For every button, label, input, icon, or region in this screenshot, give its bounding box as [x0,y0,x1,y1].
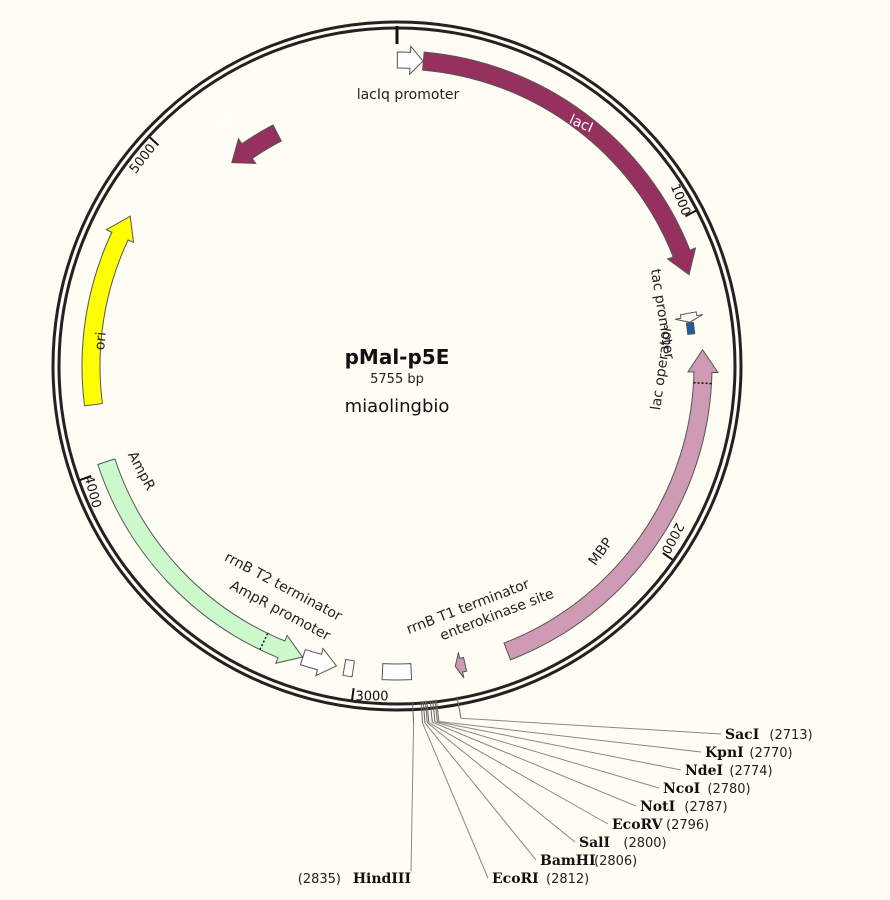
site-pos-noti: (2787) [684,800,727,815]
feature-label-ori: ori [92,331,110,351]
site-pos-ndei: (2774) [729,764,772,779]
site-name-bamhi: BamHI [540,853,596,869]
site-leader-ncoi [434,721,660,789]
tick-3000 [351,687,355,701]
site-pos-ecorv: (2796) [666,818,709,833]
tick-5000 [148,136,160,147]
site-tick-ecorv [426,700,430,723]
site-ecorv[interactable]: EcoRV(2796) [428,722,709,833]
site-sali[interactable]: SalI (2800) [426,722,667,851]
plasmid-name: pMal-p5E [345,345,450,369]
site-leader-ndei [437,721,682,771]
site-leader-sali [426,722,576,843]
site-leader-ecorv [428,722,609,825]
feature-laciq-promoter[interactable] [396,44,424,76]
site-hindiii[interactable]: HindIII (2835) [298,723,415,887]
site-name-hindiii: HindIII [353,871,411,887]
site-name-kpni: KpnI [705,745,744,761]
site-pos-ecori: (2812) [546,872,589,887]
site-leader-bamhi [424,722,537,861]
tick-4000 [79,475,92,482]
feature-boundary-mbp [693,381,712,385]
site-name-sali: SalI [579,835,610,851]
site-name-ndei: NdeI [685,763,723,779]
site-pos-sali: (2800) [623,836,666,851]
site-name-noti: NotI [640,799,675,815]
site-name-ncoi: NcoI [663,781,700,797]
site-bamhi[interactable]: BamHI(2806) [424,722,637,869]
tick-1000 [684,209,697,218]
site-tick-ecori [420,701,424,724]
tick-2000 [662,552,674,561]
site-pos-saci: (2713) [769,728,812,743]
feature-rrnb-t2-terminator[interactable] [342,658,355,678]
site-tick-hindiii [412,701,415,724]
site-pos-bamhi: (2806) [594,854,637,869]
feature-enterokinase-site[interactable] [454,652,468,679]
site-tick-saci [456,696,462,719]
feature-mbp[interactable] [503,348,719,661]
site-ncoi[interactable]: NcoI (2780) [434,721,751,797]
feature-ampr-promoter[interactable] [299,647,338,677]
feature-laci[interactable] [422,51,697,276]
site-pos-hindiii: (2835) [298,872,341,887]
feature-boundary-ampr [259,633,269,650]
site-pos-kpni: (2770) [749,746,792,761]
plasmid-length: 5755 bp [370,372,424,387]
site-leader-ecori [422,722,489,879]
backbone-outer-ring [51,20,743,712]
feature-ampr[interactable] [97,458,304,664]
site-tick-bamhi [422,700,426,723]
plasmid-source: miaolingbio [345,396,450,417]
site-leader-noti [432,721,637,807]
site-kpni[interactable]: KpnI (2770) [438,721,793,761]
feature-ori[interactable] [81,215,135,407]
site-noti[interactable]: NotI (2787) [432,721,728,815]
site-name-ecori: EcoRI [492,871,539,887]
site-tick-kpni [435,699,440,722]
site-pos-ncoi: (2780) [707,782,750,797]
feature-tac-promoter[interactable] [674,311,703,323]
site-tick-noti [429,700,433,723]
site-saci[interactable]: SacI (2713) [460,717,813,743]
site-leader-kpni [438,721,702,753]
site-ndei[interactable]: NdeI (2774) [437,721,773,779]
feature-label-laciq-promoter: lacIq promoter [357,87,460,103]
site-tick-ncoi [432,700,436,723]
site-tick-ndei [434,699,438,722]
feature-rop[interactable] [231,124,282,164]
feature-rrnb-t1-terminator[interactable] [381,663,413,681]
feature-lac-operator[interactable] [685,321,696,336]
site-leader-saci [460,717,722,735]
site-name-ecorv: EcoRV [612,817,664,833]
site-tick-sali [424,700,428,723]
restriction-sites[interactable]: SacI (2713) KpnI (2770) NdeI (2774) NcoI (2780)… [298,696,813,887]
site-name-saci: SacI [725,727,759,743]
tick-label-3000: 3000 [355,690,388,705]
site-ecori[interactable]: EcoRI (2812) [422,722,590,887]
site-leader-hindiii [410,723,415,872]
